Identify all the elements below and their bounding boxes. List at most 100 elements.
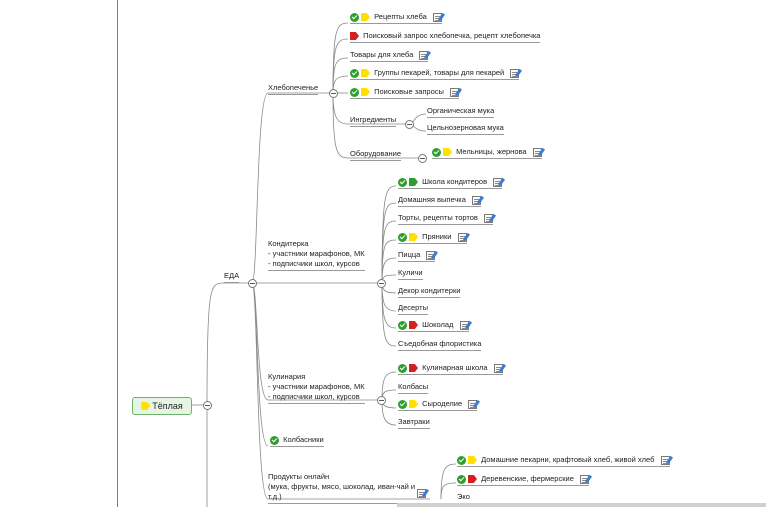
- topic-home-bakeries[interactable]: Домашние пекарни, крафтовый хлеб, живой …: [457, 455, 670, 467]
- topic-label: Рецепты хлеба: [374, 12, 427, 21]
- collapse-icon[interactable]: [329, 89, 338, 98]
- note-icon[interactable]: [432, 12, 442, 22]
- topic-label: Колбасники: [283, 435, 324, 444]
- topic-label: Школа кондитеров: [422, 177, 488, 186]
- topic-online-products[interactable]: Продукты онлайн (мука, фрукты, мясо, шок…: [268, 472, 416, 504]
- topic-label: Кулинарная школа: [422, 363, 488, 372]
- yellow-flag-icon: [361, 13, 370, 22]
- topic-label: Завтраки: [398, 417, 430, 426]
- topic-desserts[interactable]: Десерты: [398, 303, 429, 315]
- check-icon: [270, 435, 279, 445]
- topic-label: Десерты: [398, 303, 429, 312]
- yellow-flag-icon: [409, 233, 418, 242]
- note-icon[interactable]: [419, 50, 429, 60]
- topic-chocolate[interactable]: Шоколад: [398, 320, 469, 332]
- topic-label: Группы пекарей, товары для пекарей: [374, 68, 505, 77]
- check-icon: [350, 12, 359, 22]
- topic-label: Пицца: [398, 250, 421, 259]
- topic-equipment[interactable]: Оборудование: [350, 149, 402, 161]
- topic-label: Товары для хлеба: [350, 50, 414, 59]
- check-icon: [398, 320, 407, 330]
- topic-label: Хлебопеченье: [268, 83, 319, 92]
- topic-label: Поисковые запросы: [374, 87, 444, 96]
- note-icon[interactable]: [510, 68, 520, 78]
- topic-search-queries[interactable]: Поисковые запросы: [350, 87, 460, 99]
- topic-mills[interactable]: Мельницы, жернова: [432, 147, 542, 159]
- note-icon[interactable]: [417, 489, 426, 498]
- note-icon[interactable]: [457, 232, 467, 242]
- check-icon: [398, 363, 407, 373]
- topic-label: Оборудование: [350, 149, 402, 158]
- topic-eco[interactable]: Эко: [457, 492, 470, 503]
- red-flag-icon: [409, 321, 418, 330]
- topic-label: Шоколад: [422, 320, 454, 329]
- collapse-icon[interactable]: [418, 154, 427, 163]
- topic-culinary-school[interactable]: Кулинарная школа: [398, 363, 503, 375]
- topic-label: Колбасы: [398, 382, 429, 391]
- note-icon[interactable]: [450, 87, 460, 97]
- topic-cooking[interactable]: Кулинария - участники марафонов, МК - по…: [268, 372, 365, 404]
- topic-label: Кулинария - участники марафонов, МК - по…: [268, 372, 365, 401]
- topic-pastry-school[interactable]: Школа кондитеров: [398, 177, 503, 189]
- topic-label: Пряники: [422, 232, 452, 241]
- topic-edible-floristry[interactable]: Съедобная флористика: [398, 339, 482, 351]
- topic-label: Торты, рецепты тортов: [398, 213, 478, 222]
- green-flag-icon: [409, 178, 418, 187]
- topic-gingerbread[interactable]: Пряники: [398, 232, 467, 244]
- horizontal-scrollbar[interactable]: [397, 503, 766, 507]
- topic-ingredients[interactable]: Ингредиенты: [350, 115, 397, 127]
- collapse-icon[interactable]: [248, 279, 257, 288]
- topic-label: Съедобная флористика: [398, 339, 482, 348]
- topic-label: Домашняя выпечка: [398, 195, 466, 204]
- topic-kulich[interactable]: Куличи: [398, 268, 423, 280]
- topic-bakery[interactable]: Хлебопеченье: [268, 83, 319, 95]
- topic-bread-goods[interactable]: Товары для хлеба: [350, 50, 429, 62]
- topic-pizza[interactable]: Пицца: [398, 250, 436, 262]
- check-icon: [398, 232, 407, 242]
- topic-search-query[interactable]: Поисковый запрос хлебопечка, рецепт хлеб…: [350, 31, 541, 43]
- yellow-flag-icon: [361, 88, 370, 97]
- topic-label: ЕДА: [224, 271, 240, 280]
- topic-sausages[interactable]: Колбасы: [398, 382, 429, 394]
- note-icon[interactable]: [660, 455, 670, 465]
- topic-baker-groups[interactable]: Группы пекарей, товары для пекарей: [350, 68, 520, 80]
- note-icon[interactable]: [472, 195, 482, 205]
- yellow-flag-icon: [361, 69, 370, 78]
- topic-wholegrain-flour[interactable]: Цельнозерновая мука: [427, 123, 504, 135]
- topic-confectionery[interactable]: Кондитерка - участники марафонов, МК - п…: [268, 239, 365, 271]
- collapse-icon[interactable]: [405, 120, 414, 129]
- root-topic[interactable]: Тёплая: [132, 397, 192, 415]
- note-icon[interactable]: [493, 363, 503, 373]
- collapse-icon[interactable]: [377, 396, 386, 405]
- topic-cheesemaking[interactable]: Сыроделие: [398, 399, 478, 411]
- topic-food[interactable]: ЕДА: [224, 271, 240, 283]
- topic-label: Декор кондитерки: [398, 286, 461, 295]
- topic-bread-recipes[interactable]: Рецепты хлеба: [350, 12, 442, 24]
- note-icon[interactable]: [532, 147, 542, 157]
- note-icon[interactable]: [484, 213, 493, 223]
- topic-decor[interactable]: Декор кондитерки: [398, 286, 461, 298]
- topic-label: Куличи: [398, 268, 423, 277]
- note-icon[interactable]: [579, 474, 589, 484]
- topic-label: Цельнозерновая мука: [427, 123, 504, 132]
- collapse-icon[interactable]: [377, 279, 386, 288]
- topic-sausage-makers[interactable]: Колбасники: [270, 435, 324, 447]
- note-icon[interactable]: [459, 320, 469, 330]
- topic-cakes[interactable]: Торты, рецепты тортов: [398, 213, 493, 225]
- topic-breakfasts[interactable]: Завтраки: [398, 417, 430, 429]
- yellow-flag-icon: [141, 402, 151, 410]
- yellow-flag-icon: [468, 456, 477, 465]
- note-icon[interactable]: [468, 399, 478, 409]
- topic-village-farm[interactable]: Деревенские, фермерские: [457, 474, 589, 486]
- check-icon: [398, 177, 407, 187]
- topic-home-baking[interactable]: Домашняя выпечка: [398, 195, 482, 207]
- note-icon[interactable]: [493, 177, 503, 187]
- topic-label: Домашние пекарни, крафтовый хлеб, живой …: [481, 455, 655, 464]
- topic-organic-flour[interactable]: Органическая мука: [427, 106, 495, 118]
- topic-label: Деревенские, фермерские: [481, 474, 574, 483]
- collapse-icon[interactable]: [203, 401, 212, 410]
- note-icon[interactable]: [426, 250, 436, 260]
- topic-label: Сыроделие: [422, 399, 463, 408]
- topic-label: Мельницы, жернова: [456, 147, 527, 156]
